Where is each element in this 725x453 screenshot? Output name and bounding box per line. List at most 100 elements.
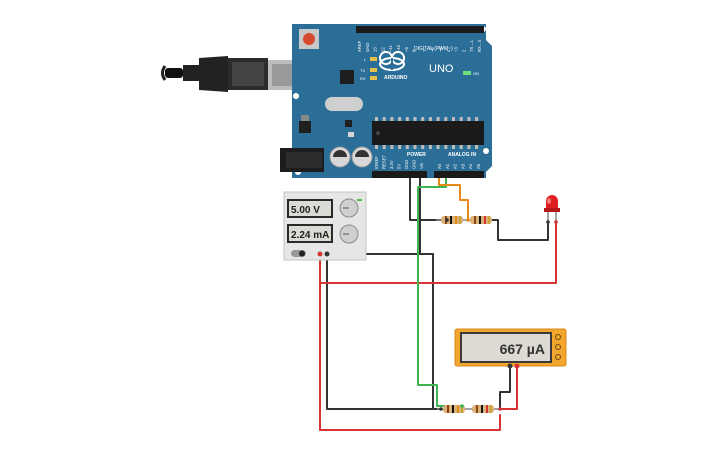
digital-pin-label: AREF [357,40,362,52]
chip-pin [413,145,417,149]
power-pin-label: GND [412,160,417,169]
analog-header[interactable] [434,171,484,178]
analog-label: ANALOG IN [448,152,476,158]
terminal-positive[interactable] [317,251,323,257]
svg-text:TX: TX [360,68,365,73]
digital-pin-label: 13 [373,47,378,52]
chip-pin [452,145,455,149]
chip-pin [421,145,425,149]
chip-pin [382,117,386,121]
chip-pin [467,145,471,149]
power-supply[interactable]: 5.00 V 2.24 mA [283,191,367,261]
led-red[interactable] [544,195,560,224]
power-header[interactable] [372,171,427,178]
digital-pin-label: ~6 [430,47,435,52]
digital-pin-label: RX←0 [477,39,482,52]
arduino-logo-text: ARDUINO [384,75,407,81]
power-pin-label: IOREF [374,156,379,169]
resistor-r2[interactable] [470,216,492,224]
small-chip [340,70,354,84]
chip-pin [428,145,432,149]
chip-pin [398,145,402,149]
analog-pin-label: A3 [460,163,465,169]
probe-black[interactable] [507,363,513,369]
digital-header-label: DIGITAL (PWM~) [414,46,453,52]
wire-black-led[interactable] [489,219,549,241]
current-display: 2.24 mA [287,224,333,243]
reset-button[interactable] [299,29,319,49]
svg-text:L: L [364,57,367,62]
chip-pin [452,117,455,121]
wire-black-psu-down[interactable] [326,253,442,410]
chip-pin [436,145,440,149]
mode-selectors[interactable] [555,334,561,360]
chip-pin [398,117,402,121]
svg-text:ON: ON [473,71,479,76]
digital-pin-label: GND [365,43,370,52]
chip-pin [475,145,479,149]
multimeter-reading: 667 µA [500,341,545,357]
resistor-r4[interactable] [472,405,494,413]
digital-pin-label: 8 [412,49,417,52]
digital-pin-label: TX→1 [469,39,474,52]
arduino-model: UNO [429,63,454,75]
chip-pin [459,117,463,121]
analog-pin-label: A4 [468,163,473,169]
chip-pin [375,145,378,149]
digital-pin-label: ~10 [396,44,401,52]
analog-pin-label: A5 [476,163,481,169]
wire-black-meter[interactable] [499,366,511,410]
wire-black-gnd-to-resistor[interactable] [409,175,448,221]
capacitors [329,146,373,168]
current-knob[interactable] [339,224,359,244]
voltage-regulator [299,115,311,133]
digital-pin-label: 2 [461,49,466,52]
svg-text:RX: RX [360,76,366,81]
voltage-value: 5.00 V [291,205,320,216]
chip-pin [467,117,471,121]
chip-pin [436,117,440,121]
wire-joints [439,218,558,411]
power-pin-label: 3.3V [389,160,394,169]
chip-pin [421,117,425,121]
digital-pin-label: 4 [446,49,451,52]
power-jack[interactable] [280,148,324,172]
power-pin-label: RESET [382,155,387,169]
digital-header[interactable] [356,26,484,33]
chip-pin [444,145,448,149]
chip-pin [428,117,432,121]
wire-green-a1[interactable] [417,175,463,407]
chip-pin [413,117,417,121]
power-switch[interactable] [291,250,306,257]
wire-black-gnd-to-bottom[interactable] [419,175,442,410]
chip-pin [390,117,394,121]
multimeter-display [460,332,552,363]
atmega-chip [372,117,484,149]
arduino-logo: ARDUINO UNO [379,51,454,81]
wire-red-meter[interactable] [499,366,518,410]
digital-pin-label: ~3 [454,47,459,52]
analog-pin-label: A1 [445,163,450,169]
usb-cable[interactable] [161,56,311,92]
chip-pin [475,117,479,121]
digital-pin-label: 7 [422,49,427,52]
chip-pin [444,117,448,121]
power-pin-label: 5V [397,164,402,169]
power-pin-label: Vin [419,162,424,169]
wire-orange-a0[interactable] [438,175,469,221]
current-value: 2.24 mA [291,230,329,241]
probe-red[interactable] [514,363,520,369]
power-pin-label: GND [404,160,409,169]
digital-pin-label: 12 [380,47,385,52]
power-label: POWER [407,152,426,158]
wire-red-psu-down[interactable] [319,253,501,431]
digital-pin-label: ~9 [404,47,409,52]
chip-pin [375,117,378,121]
multimeter[interactable]: 667 µA [454,328,567,369]
chip-pin [405,145,409,149]
voltage-knob[interactable] [339,198,359,218]
terminal-negative[interactable] [324,251,330,257]
